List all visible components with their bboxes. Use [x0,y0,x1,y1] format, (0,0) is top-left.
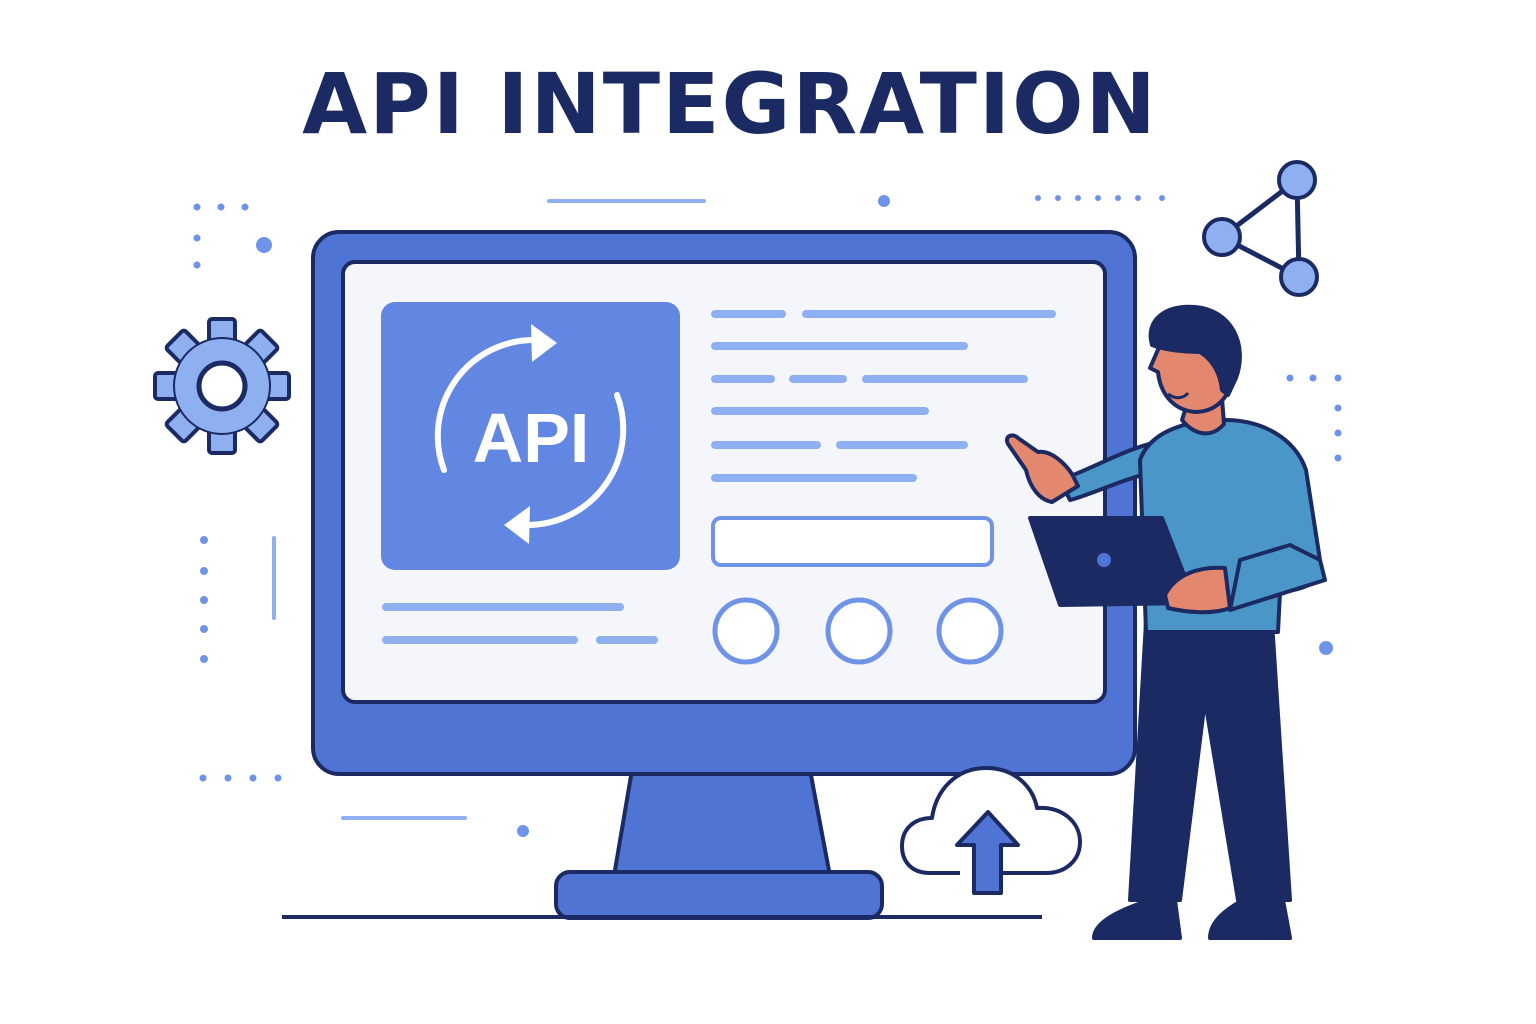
api-panel: API [381,302,680,570]
smile [1167,391,1190,400]
sync-arrows-icon [434,336,627,529]
hair [1148,304,1242,397]
screen-circle-button [712,597,780,665]
screen-circle-button [936,597,1004,665]
decor-dots [193,195,1342,837]
lower-arm [1228,543,1327,612]
page-title: API INTEGRATION [302,55,1158,153]
holding-hand [1163,565,1232,615]
left-shoe [1092,898,1182,940]
gear-icon [153,317,291,455]
decor-dashes [272,199,706,820]
api-badge-text: API [473,399,590,477]
share-network-icon [1202,160,1319,297]
right-shoe [1208,898,1292,940]
person [1005,304,1327,940]
screen-placeholder-lines [382,310,1056,644]
monitor-stand [611,768,833,878]
pointing-hand [1005,433,1080,504]
screen-input-box [711,516,994,567]
pants [1128,620,1292,902]
monitor-base [554,870,884,920]
cloud-upload-icon [900,766,1082,895]
screen-circle-button [825,597,893,665]
